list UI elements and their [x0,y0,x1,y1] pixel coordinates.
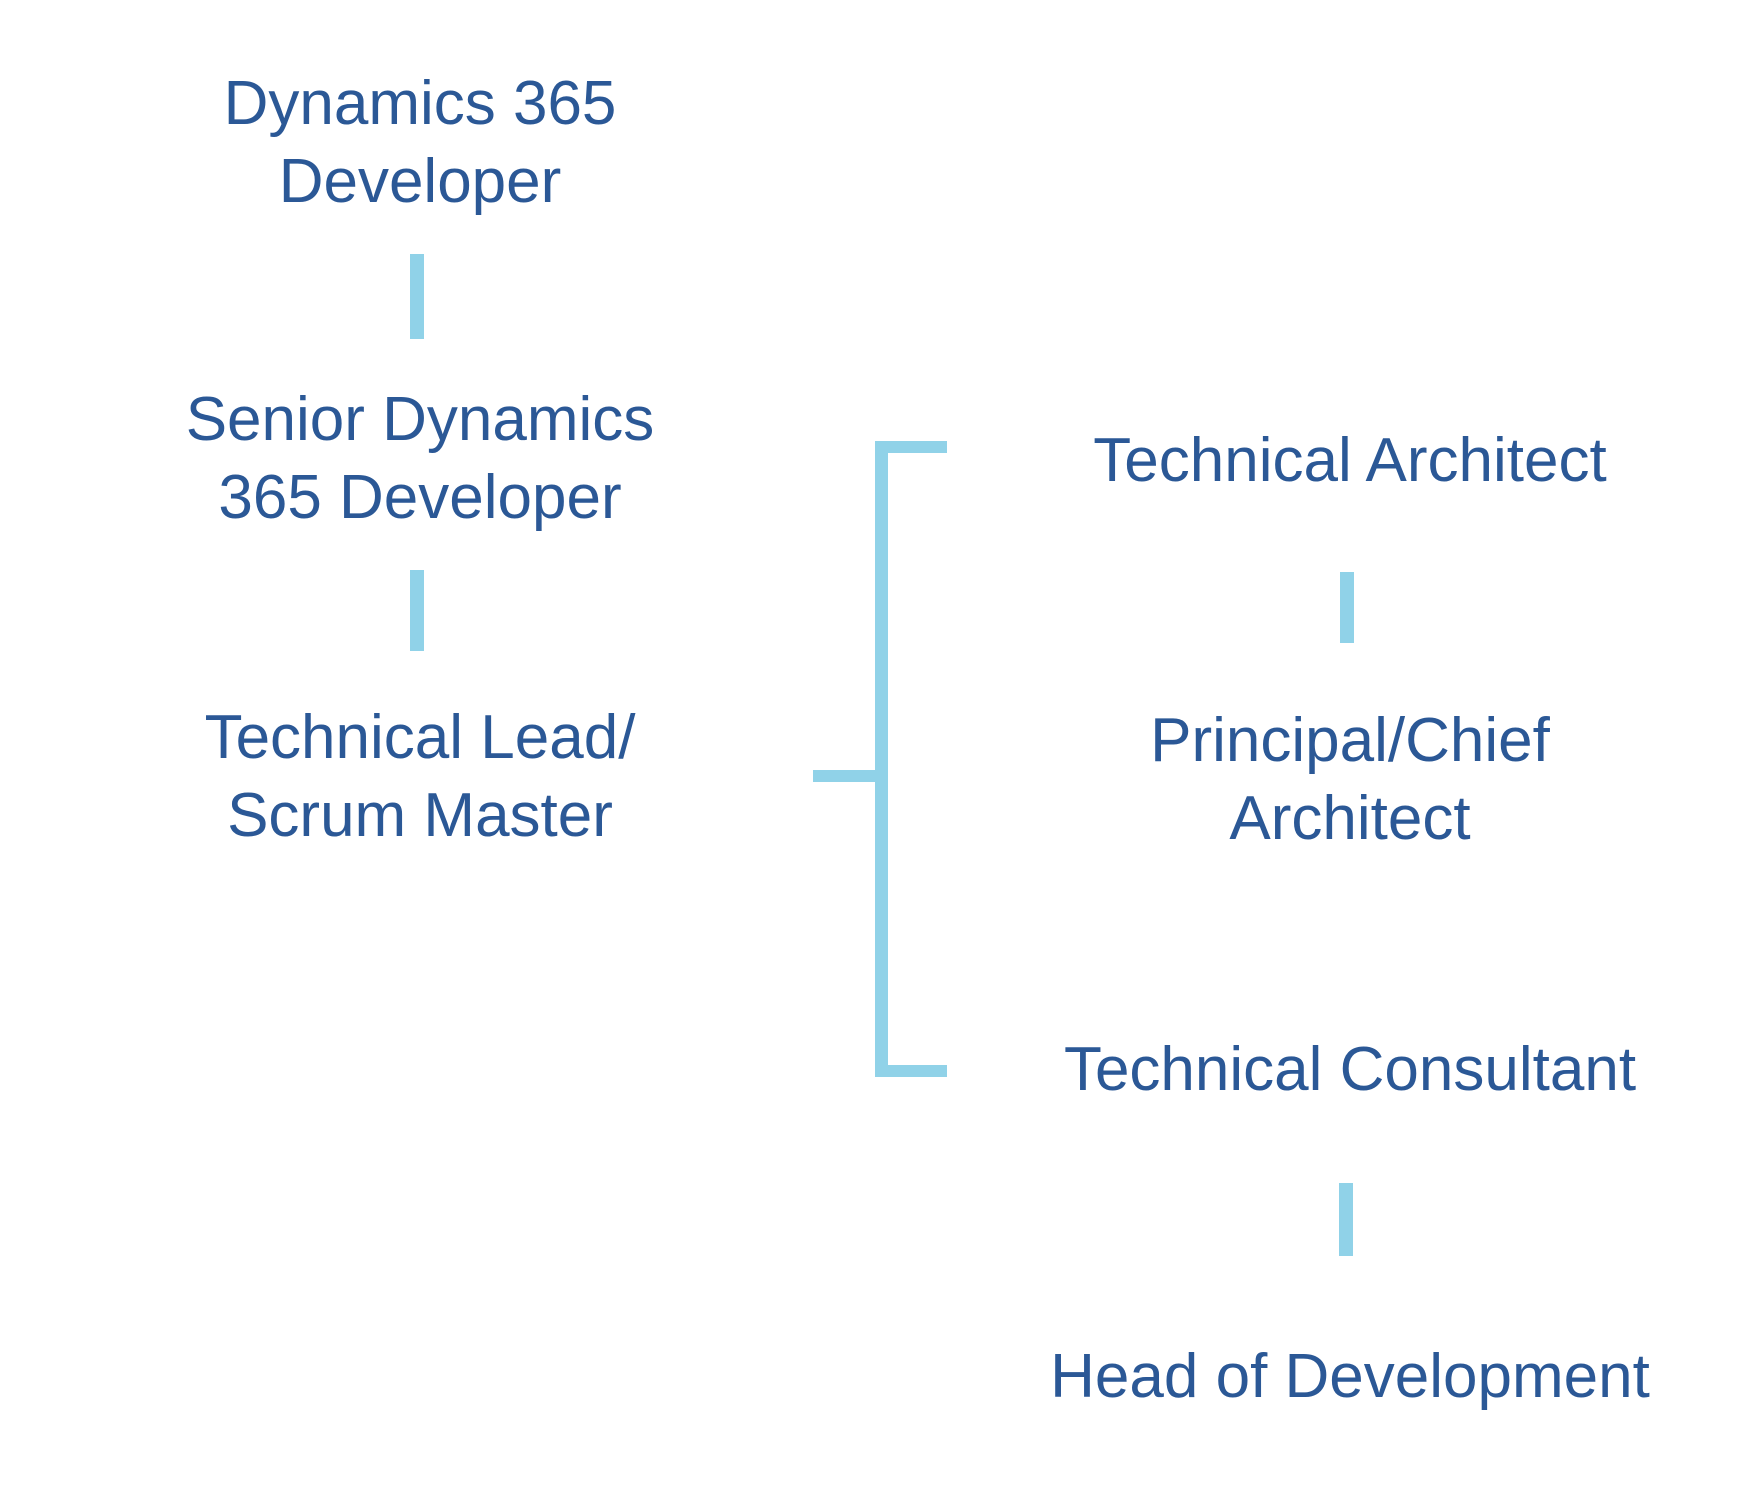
connector-architect-to-principal [1340,572,1354,643]
node-senior-dynamics-365-developer: Senior Dynamics 365 Developer [185,385,655,532]
connector-d365dev-to-senior [410,254,424,339]
node-dynamics-365-developer: Dynamics 365 Developer [223,69,617,216]
node-technical-consultant: Technical Consultant [1063,1035,1637,1104]
connector-senior-to-techlead [410,570,424,651]
node-head-of-development: Head of Development [1050,1342,1650,1411]
bracket-vertical-bar [875,441,888,1077]
bracket-bottom-arm [875,1065,947,1077]
node-technical-architect: Technical Architect [1093,426,1607,495]
bracket-top-arm [875,441,947,453]
bracket-middle-arm [813,770,875,782]
node-principal-chief-architect: Principal/Chief Architect [1150,706,1550,853]
connector-consultant-to-head [1339,1183,1353,1256]
node-technical-lead-scrum-master: Technical Lead/ Scrum Master [204,703,636,850]
